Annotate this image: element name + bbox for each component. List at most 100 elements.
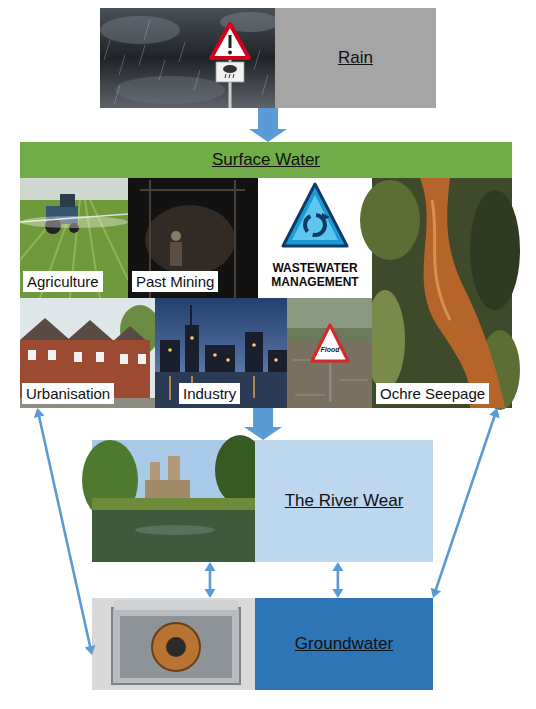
urban-photo xyxy=(28,350,146,364)
agriculture-photo xyxy=(20,216,128,228)
industry-photo xyxy=(170,376,254,404)
mining-photo xyxy=(170,242,182,266)
storm-photo xyxy=(100,8,280,108)
urban-photo xyxy=(20,298,160,408)
tile-label: Urbanisation xyxy=(22,383,114,404)
wastewater-logo xyxy=(283,184,347,246)
storm-photo xyxy=(262,75,268,95)
panel-title: Surface Water xyxy=(20,142,512,178)
storm-photo xyxy=(229,35,232,48)
groundwater-photo xyxy=(166,637,186,657)
groundwater-panel xyxy=(255,598,433,690)
storm-photo xyxy=(254,50,260,70)
urban-photo xyxy=(28,350,36,360)
industry-photo xyxy=(168,336,278,362)
ochre-photo xyxy=(360,180,420,260)
storm-photo xyxy=(144,20,150,40)
flood-photo xyxy=(340,380,368,381)
surface-water-band xyxy=(20,142,512,178)
storm-photo xyxy=(115,76,225,104)
groundwater-photo xyxy=(120,616,232,678)
groundwater-photo xyxy=(152,623,200,671)
ochre-photo xyxy=(420,178,505,408)
groundwater-photo xyxy=(114,600,238,610)
wastewater-logo xyxy=(258,178,372,298)
industry-photo xyxy=(168,348,172,352)
river-box: The River Wear xyxy=(92,440,433,562)
storm-photo xyxy=(179,42,185,62)
groundwater-box: Groundwater xyxy=(92,598,433,690)
photo-tile: Flood xyxy=(287,298,372,408)
logo-text: WASTEWATER MANAGEMENT xyxy=(262,256,368,296)
industry-photo xyxy=(155,298,287,408)
industry-photo xyxy=(160,305,287,372)
storm-photo xyxy=(114,85,120,105)
agriculture-photo xyxy=(20,178,128,298)
exchange-arrow xyxy=(332,562,343,598)
industry-photo xyxy=(205,345,235,372)
urban-photo xyxy=(120,354,128,364)
tile-label: Past Mining xyxy=(132,271,218,292)
storm-photo xyxy=(104,40,110,60)
groundwater-photo xyxy=(112,608,240,684)
storm-photo xyxy=(225,74,234,78)
flood-photo xyxy=(312,325,348,361)
rain-panel xyxy=(275,8,436,108)
industry-photo xyxy=(253,376,255,398)
flow-arrow xyxy=(244,408,282,440)
ochre-photo xyxy=(470,190,520,310)
industry-photo xyxy=(213,353,217,357)
flood-photo xyxy=(287,298,372,328)
groundwater-photo xyxy=(92,598,255,690)
box-title: Rain xyxy=(275,8,436,108)
storm-photo xyxy=(159,60,165,80)
urban-photo xyxy=(138,354,146,364)
agriculture-photo xyxy=(20,200,128,298)
storm-photo xyxy=(229,74,230,78)
flow-arrow xyxy=(249,108,287,142)
exchange-arrow xyxy=(204,562,215,598)
river-photo xyxy=(92,498,255,510)
mining-photo xyxy=(234,180,236,298)
flood-photo xyxy=(287,298,372,408)
ochre-photo xyxy=(432,200,450,320)
industry-photo xyxy=(155,298,287,408)
ochre-photo xyxy=(360,178,520,410)
flood-photo xyxy=(329,360,332,402)
storm-photo xyxy=(225,74,226,78)
exchange-arrow xyxy=(34,408,96,655)
agriculture-photo xyxy=(20,200,128,298)
industry-photo xyxy=(185,325,199,372)
river-photo xyxy=(82,435,265,562)
mining-photo xyxy=(140,189,245,191)
tile-label: Ochre Seepage xyxy=(376,383,489,404)
wastewater-logo xyxy=(258,178,372,298)
industry-photo xyxy=(274,358,278,362)
logo-tile: WASTEWATER MANAGEMENT xyxy=(258,178,372,298)
industry-photo xyxy=(190,336,194,340)
storm-photo xyxy=(139,45,145,65)
wastewater-logo xyxy=(292,195,338,240)
river-photo xyxy=(92,510,255,562)
mining-photo xyxy=(128,178,258,298)
mining-photo xyxy=(128,178,258,298)
photo-tile: Past Mining xyxy=(128,178,258,298)
storm-photo xyxy=(223,65,237,73)
agriculture-photo xyxy=(90,200,128,280)
urban-photo xyxy=(20,318,70,340)
storm-photo xyxy=(119,55,125,75)
industry-photo xyxy=(190,305,192,327)
river-panel xyxy=(255,440,433,562)
mining-photo xyxy=(145,205,235,275)
storm-photo xyxy=(233,74,234,78)
exchange-arrow xyxy=(431,408,500,598)
flood-photo xyxy=(287,342,372,408)
box-title: Groundwater xyxy=(255,598,433,690)
industry-photo xyxy=(226,358,230,362)
agriculture-photo xyxy=(60,194,75,207)
photo-tile: Ochre Seepage xyxy=(372,178,512,408)
surface-water-panel: Surface WaterAgriculturePast MiningWASTE… xyxy=(20,142,512,408)
